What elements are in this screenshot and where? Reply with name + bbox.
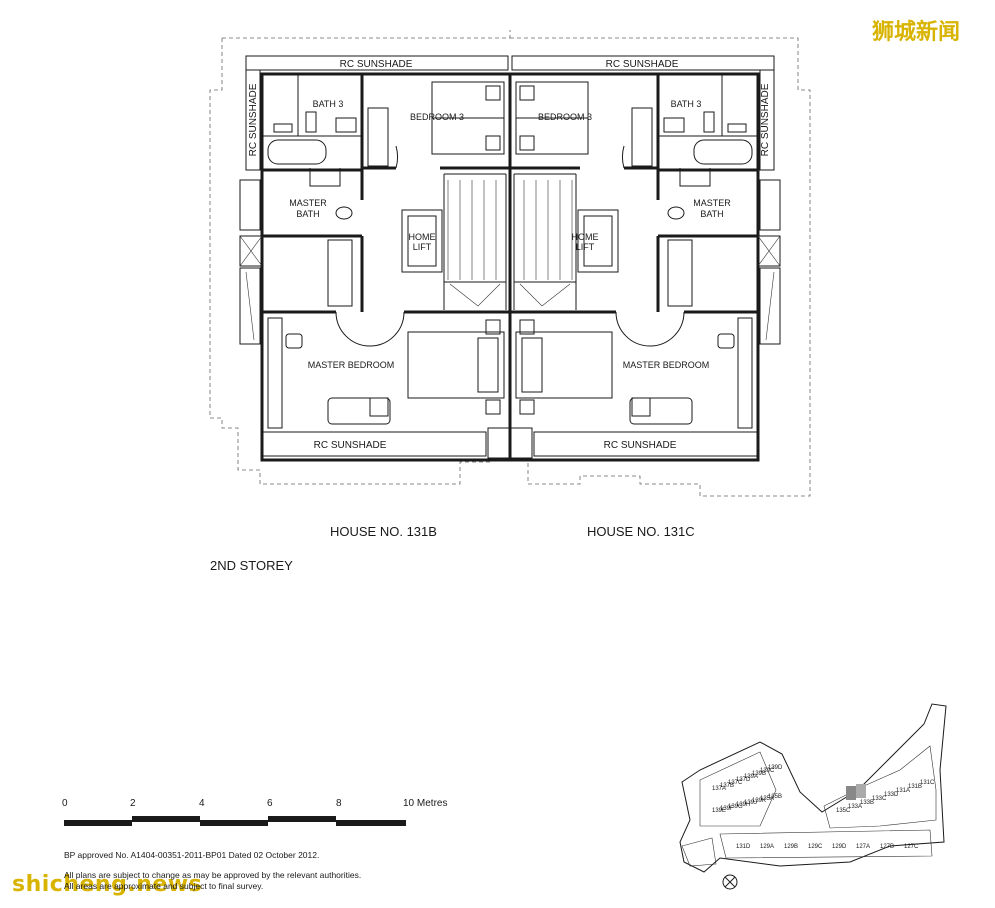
site-unit-label: 139K (752, 798, 766, 804)
label-lift-right-1: HOME (572, 232, 599, 242)
label-bath3-left: BATH 3 (313, 99, 344, 109)
house-label-131b: HOUSE NO. 131B (330, 524, 437, 539)
site-unit-label: 131C (920, 780, 935, 786)
sunshade-side-left (245, 69, 261, 171)
label-master-bath-left-1: MASTER (289, 198, 327, 208)
site-unit-label: 139F (720, 806, 734, 812)
label-bath3-right: BATH 3 (671, 99, 702, 109)
site-unit-label: 131B (908, 784, 922, 790)
sunshade-top-right (511, 55, 775, 71)
label-sunshade-bottom-right: RC SUNSHADE (604, 440, 677, 451)
site-unit-label: 131A (896, 788, 910, 794)
label-lift-left-2: LIFT (413, 242, 432, 252)
site-unit-label: 139B (752, 771, 766, 777)
site-unit-label: 139G (728, 804, 743, 810)
watermark-cn: 狮城新闻 (872, 20, 961, 45)
label-bedroom3-right: BEDROOM 3 (538, 112, 592, 122)
site-unit-label: 131D (736, 844, 751, 850)
site-unit-label: 133D (884, 792, 899, 798)
label-master-bath-right-1: MASTER (693, 198, 731, 208)
house-right-plan (510, 74, 781, 429)
site-unit-label: 129A (760, 844, 774, 850)
site-outline-right (510, 37, 811, 497)
site-unit-label: 129D (832, 844, 847, 850)
storey-label: 2ND STOREY (210, 558, 293, 573)
site-unit-label: 133B (860, 800, 874, 806)
site-unit-label: 139H (736, 802, 750, 808)
watermark-en: shicheng.news (12, 872, 203, 897)
scale-tick-10: 10 Metres (403, 798, 448, 809)
note-bp-approval: BP approved No. A1404-00351-2011-BP01 Da… (64, 850, 320, 860)
label-master-bath-left-2: BATH (296, 209, 319, 219)
scale-tick-0: 0 (62, 798, 68, 809)
site-unit-label: 137A (712, 786, 726, 792)
site-unit-label: 129B (784, 844, 798, 850)
sunshade-top-left (245, 55, 509, 71)
site-unit-label: 127C (904, 844, 919, 850)
site-unit-label: 137C (728, 780, 743, 786)
site-unit-label: 133A (848, 804, 862, 810)
label-master-bath-right-2: BATH (700, 209, 723, 219)
label-sunshade-top-left: RC SUNSHADE (340, 59, 413, 70)
sunshade-bottom-left (261, 431, 487, 457)
scale-tick-2: 2 (130, 798, 136, 809)
label-bedroom3-left: BEDROOM 3 (410, 112, 464, 122)
site-unit-label: 139A (744, 774, 758, 780)
site-unit-label: 127B (880, 844, 894, 850)
scale-tick-4: 4 (199, 798, 205, 809)
site-unit-label: 139D (768, 765, 783, 771)
site-unit-label: 137D (736, 777, 751, 783)
site-key-plan (679, 703, 947, 890)
label-sunshade-bottom-left: RC SUNSHADE (314, 440, 387, 451)
note-plans-subject: All plans are subject to change as may b… (64, 870, 362, 880)
note-areas-approx: All areas are approximate and subject to… (64, 881, 264, 891)
site-unit-label: 137B (720, 783, 734, 789)
house-label-131c: HOUSE NO. 131C (587, 524, 695, 539)
site-unit-label: 135A (760, 796, 774, 802)
site-outline-left (222, 30, 511, 39)
label-lift-left-1: HOME (409, 232, 436, 242)
site-unit-label: 127A (856, 844, 870, 850)
site-unit-label: 139J (744, 800, 757, 806)
label-lift-right-2: LIFT (576, 242, 595, 252)
label-sunshade-top-right: RC SUNSHADE (606, 59, 679, 70)
sunshade-bottom-right (533, 431, 759, 457)
label-sunshade-side-right: RC SUNSHADE (760, 83, 771, 156)
site-unit-label: 135C (836, 808, 851, 814)
scale-tick-6: 6 (267, 798, 273, 809)
site-outline-left-2 (209, 38, 492, 485)
site-unit-label: 139C (760, 768, 775, 774)
label-sunshade-side-left: RC SUNSHADE (248, 83, 259, 156)
label-master-bedroom-right: MASTER BEDROOM (623, 360, 710, 370)
house-left-plan (239, 74, 510, 429)
sunshade-side-right (759, 69, 775, 171)
scale-tick-8: 8 (336, 798, 342, 809)
site-unit-label: 129C (808, 844, 823, 850)
site-unit-label: 139E (712, 808, 726, 814)
party-wall-bottom (487, 427, 533, 459)
site-unit-label: 135B (768, 794, 782, 800)
scale-bar (64, 816, 406, 826)
label-master-bedroom-left: MASTER BEDROOM (308, 360, 395, 370)
site-unit-label: 133C (872, 796, 887, 802)
